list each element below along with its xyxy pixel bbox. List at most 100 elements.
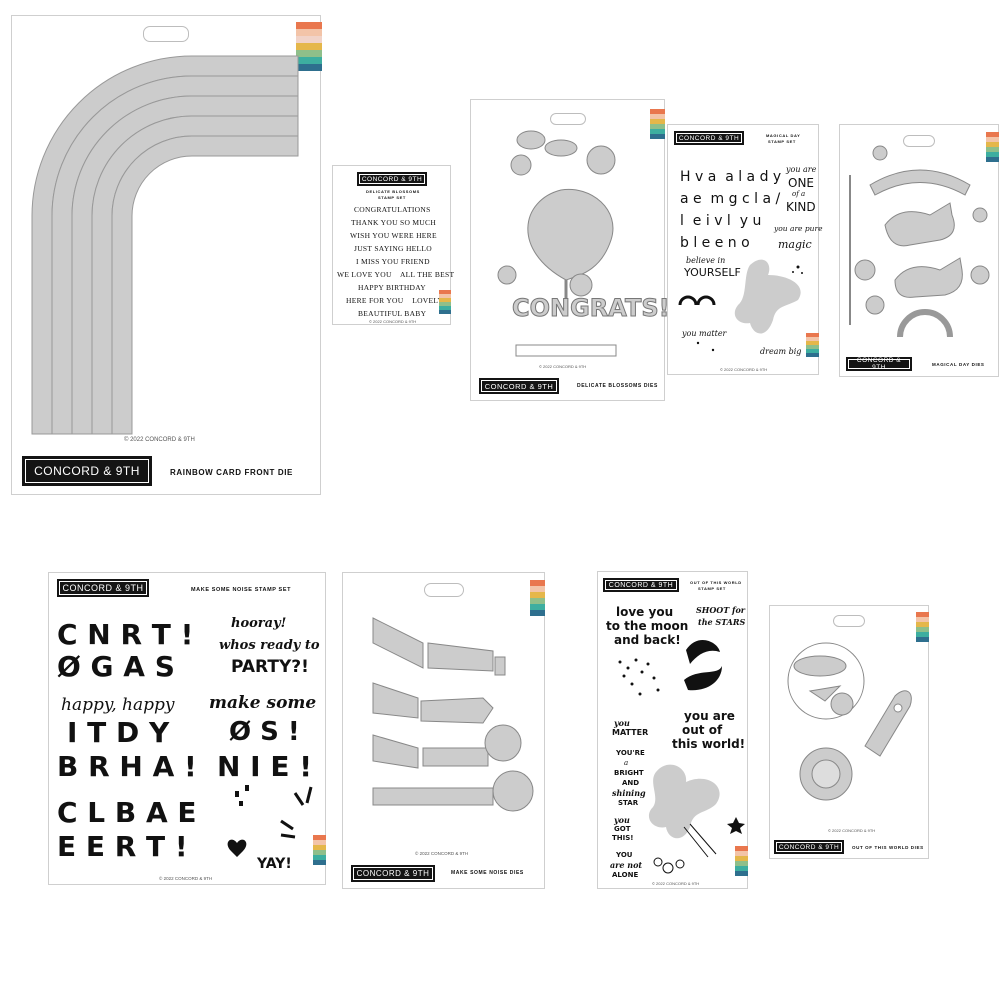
product-subtitle: STAMP SET xyxy=(768,139,796,144)
product-world-dies[interactable]: © 2022 CONCORD & 9TH CONCORD & 9TH OUT O… xyxy=(769,605,929,859)
copyright: © 2022 CONCORD & 9TH xyxy=(652,881,700,886)
product-noise-dies[interactable]: © 2022 CONCORD & 9TH CONCORD & 9TH MAKE … xyxy=(342,572,545,889)
letter-row: l e i v l y u xyxy=(680,213,762,229)
text-one: ONE xyxy=(788,176,815,190)
color-swatches xyxy=(986,132,999,162)
text-bright: BRIGHT xyxy=(614,769,644,777)
text-star: STAR xyxy=(618,799,639,807)
phrase: HAPPY BIRTHDAY xyxy=(358,283,426,292)
text-shoot-for: SHOOT for xyxy=(696,605,746,615)
text-believe-in: believe in xyxy=(686,256,726,265)
text-matter: MATTER xyxy=(612,728,649,737)
confetti-marks xyxy=(227,785,313,857)
color-swatches xyxy=(916,612,929,642)
brand-logo: CONCORD & 9TH xyxy=(603,578,679,592)
text-shining: shining xyxy=(612,788,646,798)
phrase: WE LOVE YOU ALL THE BEST xyxy=(337,270,455,279)
copyright: © 2022 CONCORD & 9TH xyxy=(369,319,417,324)
unicorn-dies xyxy=(849,145,990,338)
flower-dies xyxy=(497,130,617,357)
phrase: THANK YOU SO MUCH xyxy=(351,218,437,227)
letter-row: Ø S ! xyxy=(229,717,300,747)
brand-logo: CONCORD & 9TH xyxy=(357,172,427,186)
color-swatches xyxy=(735,846,748,876)
brand-logo: CONCORD & 9TH xyxy=(22,456,152,486)
text-you-are: you are xyxy=(684,709,735,723)
phrase: CONGRATULATIONS xyxy=(354,205,431,214)
text-you-matter: you matter xyxy=(682,329,727,338)
text-to-the-moon: to the moon xyxy=(606,619,689,633)
text-you-got: you xyxy=(614,815,630,825)
product-blossoms-dies[interactable]: CONGRATS! © 2022 CONCORD & 9TH CONCORD &… xyxy=(470,99,670,401)
text-the-stars: the STARS xyxy=(698,617,746,627)
letter-row: H v a a l a d y xyxy=(680,169,782,185)
brand-logo: CONCORD & 9TH xyxy=(351,865,435,882)
product-blossoms-stamp[interactable]: CONCORD & 9TH DELICATE BLOSSOMS STAMP SE… xyxy=(332,165,455,325)
brand-logo: CONCORD & 9TH xyxy=(774,840,844,854)
text-yourself: YOURSELF xyxy=(684,266,741,279)
text-and: AND xyxy=(622,779,640,787)
product-magical-dies[interactable]: CONCORD & 9TH MAGICAL DAY DIES xyxy=(839,124,999,377)
product-title: OUT OF THIS WORLD DIES xyxy=(852,845,924,850)
letter-row: Ø G A S xyxy=(57,650,175,683)
hang-tab xyxy=(549,113,586,125)
product-noise-stamp[interactable]: CONCORD & 9TH MAKE SOME NOISE STAMP SET … xyxy=(48,572,326,885)
product-title: OUT OF THIS WORLD xyxy=(690,580,742,585)
text-yay: YAY! xyxy=(257,856,292,872)
copyright: © 2022 CONCORD & 9TH xyxy=(539,364,587,369)
brand-logo: CONCORD & 9TH xyxy=(846,357,912,371)
letter-row: B R H A ! xyxy=(57,750,197,783)
text-you-are: you are xyxy=(786,165,817,174)
text-you: you xyxy=(614,718,630,728)
hang-tab xyxy=(423,583,464,597)
text-youre: YOU'RE xyxy=(616,749,645,757)
die-word: CONGRATS! xyxy=(512,294,671,322)
text-are-not: are not xyxy=(610,860,643,870)
product-title: DELICATE BLOSSOMS DIES xyxy=(577,383,658,389)
text-got: GOT xyxy=(614,825,631,833)
product-title: DELICATE BLOSSOMS xyxy=(366,189,420,194)
copyright: © 2022 CONCORD & 9TH xyxy=(159,876,213,881)
brand-logo: CONCORD & 9TH xyxy=(57,579,149,597)
product-world-stamp[interactable]: CONCORD & 9TH OUT OF THIS WORLD STAMP SE… xyxy=(597,571,748,889)
text-hooray: hooray! xyxy=(231,616,287,631)
letter-row: b l e e n o xyxy=(680,235,750,251)
color-swatches xyxy=(806,333,819,357)
text-this-world: this world! xyxy=(672,737,746,751)
product-subtitle: STAMP SET xyxy=(698,586,726,591)
space-dies xyxy=(787,642,912,801)
text-magic: magic xyxy=(778,238,812,251)
hang-tab xyxy=(143,26,189,42)
product-subtitle: STAMP SET xyxy=(378,195,406,200)
color-swatches xyxy=(439,290,451,314)
phrase: I MISS YOU FRIEND xyxy=(356,257,430,266)
text-out-of: out of xyxy=(682,723,723,737)
text-of-a: of a xyxy=(792,190,806,198)
product-title: RAINBOW CARD FRONT DIE xyxy=(170,468,293,477)
letter-row: a e m g c l a / xyxy=(680,191,781,207)
letter-row: I T D Y xyxy=(67,716,170,749)
product-magical-stamp[interactable]: CONCORD & 9TH MAGICAL DAY STAMP SET H v … xyxy=(667,124,823,375)
text-a: a xyxy=(624,759,629,767)
hang-tab xyxy=(833,615,865,627)
stamp-shapes xyxy=(678,259,803,352)
text-alone: ALONE xyxy=(612,871,639,879)
color-swatches xyxy=(530,580,545,616)
text-kind: KIND xyxy=(786,200,816,214)
text-love-you: love you xyxy=(616,605,674,619)
product-rainbow-die[interactable]: © 2022 CONCORD & 9TH CONCORD & 9TH RAINB… xyxy=(11,15,322,495)
product-title: MAGICAL DAY DIES xyxy=(932,362,985,367)
brand-logo: CONCORD & 9TH xyxy=(674,131,744,145)
text-whos-ready: whos ready to xyxy=(219,638,320,653)
text-party: PARTY?! xyxy=(231,657,309,677)
phrase: JUST SAYING HELLO xyxy=(354,244,433,253)
brand-logo: CONCORD & 9TH xyxy=(479,378,559,394)
phrase: BEAUTIFUL BABY xyxy=(358,309,427,318)
product-title: MAKE SOME NOISE DIES xyxy=(451,870,524,876)
color-swatches xyxy=(296,22,322,71)
copyright: © 2022 CONCORD & 9TH xyxy=(720,367,768,372)
copyright: © 2022 CONCORD & 9TH xyxy=(124,437,195,443)
text-and-back: and back! xyxy=(614,633,681,647)
rainbow-die-shape xyxy=(31,55,299,435)
party-horn-dies xyxy=(372,617,534,812)
